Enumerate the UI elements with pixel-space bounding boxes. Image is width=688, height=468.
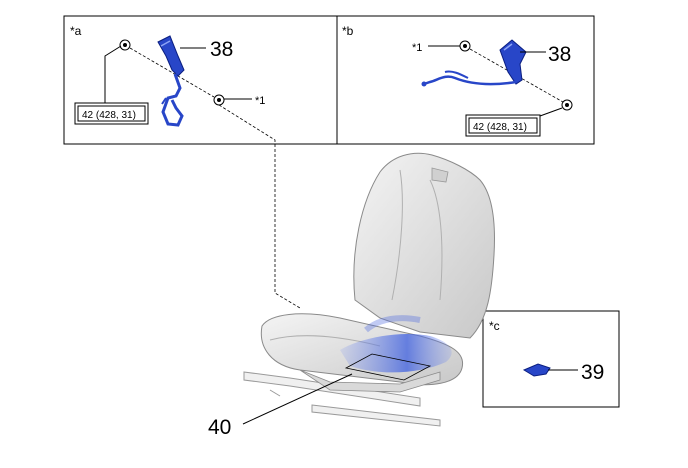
panel-c-marker: *c: [489, 319, 500, 333]
connector-line: [218, 104, 301, 309]
panel-b: *b *1 38 42 (428, 31): [336, 15, 595, 145]
torque-spec: 42 (428, 31): [473, 122, 527, 133]
torque-box: [465, 114, 541, 137]
bolt-icon: [119, 39, 131, 51]
torque-spec: 42 (428, 31): [82, 110, 136, 121]
ref-mark-1: *1: [412, 42, 422, 54]
leader-line: [242, 373, 353, 425]
occupant-sensor-icon: [340, 333, 452, 373]
bolt-icon: [561, 99, 573, 111]
ref-mark-1: *1: [255, 95, 265, 107]
seatbelt-buckle-icon: [157, 35, 185, 127]
part-number-38: 38: [548, 43, 571, 66]
bolt-icon: [213, 94, 225, 106]
part-number-40: 40: [208, 416, 231, 439]
front-seat: [243, 152, 495, 427]
leader-line: [539, 107, 563, 117]
leader-line: [104, 45, 122, 103]
bolt-icon: [459, 40, 471, 52]
panel-a-marker: *a: [70, 24, 82, 38]
panel-a: *a 38 *1 42 (428, 31): [63, 15, 338, 145]
seat-sensor-pad-icon: [522, 363, 551, 377]
alignment-line: [469, 48, 564, 103]
torque-box: [74, 102, 149, 125]
alignment-line: [129, 47, 215, 98]
part-number-38: 38: [210, 38, 233, 61]
part-number-39: 39: [581, 361, 604, 384]
panel-b-marker: *b: [342, 24, 354, 38]
panel-c: *c 39: [482, 310, 620, 408]
seatbelt-buckle-icon: [421, 39, 527, 87]
